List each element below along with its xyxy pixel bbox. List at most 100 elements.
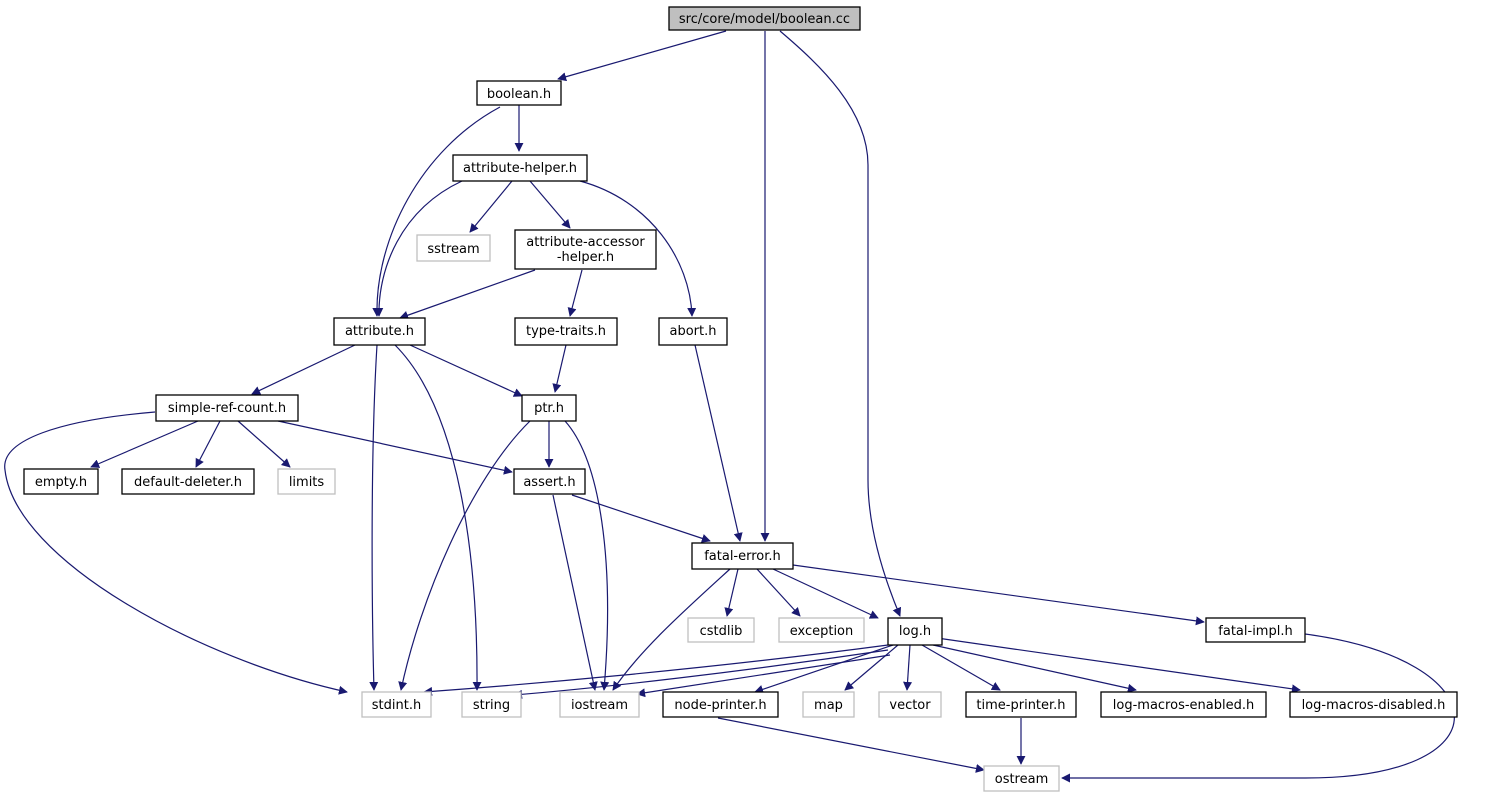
- edge-root-to-log-h: [779, 30, 902, 617]
- edge-log-h-to-string: [513, 649, 889, 699]
- svg-text:src/core/model/boolean.cc: src/core/model/boolean.cc: [679, 12, 850, 27]
- edge-attribute-h-to-simple-ref-count-h: [251, 344, 356, 395]
- node-log-macros-disabled-h[interactable]: log-macros-disabled.h: [1289, 691, 1458, 718]
- edge-log-h-to-map: [844, 644, 899, 691]
- edge-abort-h-to-fatal-error-h: [694, 344, 743, 542]
- node-empty-h[interactable]: empty.h: [23, 468, 99, 495]
- node-type-traits-h[interactable]: type-traits.h: [514, 317, 618, 346]
- edge-log-h-to-log-macros-disabled-h: [936, 637, 1301, 694]
- edge-fatal-impl-h-to-ostream: [1061, 633, 1455, 783]
- svg-text:vector: vector: [889, 698, 931, 713]
- node-fatal-impl-h[interactable]: fatal-impl.h: [1205, 617, 1306, 643]
- node-sstream[interactable]: sstream: [416, 234, 491, 262]
- edge-assert-h-to-iostream: [552, 494, 598, 691]
- svg-text:type-traits.h: type-traits.h: [526, 324, 606, 339]
- edge-log-h-to-time-printer-h: [921, 644, 1001, 691]
- edge-fatal-error-h-to-exception: [756, 568, 801, 617]
- edge-simple-ref-count-h-to-assert-h: [277, 420, 513, 475]
- svg-text:stdint.h: stdint.h: [372, 698, 421, 713]
- svg-text:fatal-error.h: fatal-error.h: [704, 549, 781, 564]
- edge-fatal-error-h-to-log-h: [772, 568, 879, 619]
- node-cstdlib[interactable]: cstdlib: [687, 617, 755, 643]
- svg-text:limits: limits: [289, 475, 325, 490]
- edge-log-h-to-vector: [903, 644, 913, 691]
- edge-boolean-h-to-attribute-h: [372, 106, 501, 317]
- edge-node-printer-h-to-ostream: [717, 717, 985, 773]
- dependency-edges: [4, 30, 1455, 783]
- edge-attribute-h-to-ptr-h: [409, 344, 523, 397]
- edge-type-traits-h-to-ptr-h: [552, 344, 567, 393]
- node-exception[interactable]: exception: [778, 617, 865, 643]
- svg-text:empty.h: empty.h: [35, 475, 87, 490]
- svg-text:log.h: log.h: [899, 624, 931, 639]
- node-ptr-h[interactable]: ptr.h: [521, 394, 577, 422]
- svg-text:log-macros-enabled.h: log-macros-enabled.h: [1113, 698, 1254, 713]
- svg-text:cstdlib: cstdlib: [700, 624, 743, 639]
- svg-text:ptr.h: ptr.h: [534, 401, 564, 416]
- svg-text:exception: exception: [790, 624, 854, 639]
- svg-text:fatal-impl.h: fatal-impl.h: [1218, 624, 1292, 639]
- svg-text:sstream: sstream: [427, 242, 479, 257]
- svg-text:attribute-accessor: attribute-accessor: [526, 235, 645, 250]
- node-boolean-h[interactable]: boolean.h: [476, 80, 562, 106]
- edge-root-to-boolean-h: [557, 30, 727, 82]
- svg-text:attribute-helper.h: attribute-helper.h: [463, 161, 577, 176]
- svg-text:attribute.h: attribute.h: [345, 324, 414, 339]
- edge-attribute-helper-h-to-abort-h: [579, 180, 697, 317]
- node-simple-ref-count-h[interactable]: simple-ref-count.h: [155, 394, 299, 422]
- edge-attribute-h-to-stdint-h: [369, 344, 379, 691]
- node-limits[interactable]: limits: [277, 468, 336, 495]
- edge-attribute-accessor-helper-h-to-attribute-h: [399, 269, 536, 320]
- edge-fatal-error-h-to-fatal-impl-h: [792, 564, 1205, 626]
- edge-simple-ref-count-h-to-empty-h: [90, 420, 199, 468]
- node-stdint-h[interactable]: stdint.h: [361, 691, 432, 718]
- edge-log-h-to-stdint-h: [423, 644, 889, 696]
- edge-log-h-to-node-printer-h: [754, 644, 894, 694]
- file-nodes: src/core/model/boolean.cc boolean.h attr…: [23, 6, 1458, 792]
- node-string[interactable]: string: [461, 691, 522, 718]
- node-root-file[interactable]: src/core/model/boolean.cc: [668, 6, 861, 31]
- node-assert-h[interactable]: assert.h: [513, 468, 586, 495]
- svg-text:default-deleter.h: default-deleter.h: [134, 475, 242, 490]
- svg-text:ostream: ostream: [995, 772, 1049, 787]
- svg-text:-helper.h: -helper.h: [557, 250, 614, 265]
- svg-text:map: map: [814, 698, 843, 713]
- svg-text:string: string: [473, 698, 510, 713]
- edge-log-h-to-log-macros-enabled-h: [932, 644, 1137, 693]
- svg-text:log-macros-disabled.h: log-macros-disabled.h: [1302, 698, 1446, 713]
- edge-ptr-h-to-stdint-h: [398, 420, 531, 691]
- node-log-macros-enabled-h[interactable]: log-macros-enabled.h: [1100, 691, 1267, 718]
- node-default-deleter-h[interactable]: default-deleter.h: [121, 468, 255, 495]
- edge-ptr-h-to-iostream: [564, 420, 610, 691]
- node-fatal-error-h[interactable]: fatal-error.h: [691, 542, 794, 570]
- svg-text:iostream: iostream: [571, 698, 628, 713]
- edge-assert-h-to-fatal-error-h: [571, 494, 711, 543]
- node-abort-h[interactable]: abort.h: [658, 317, 728, 346]
- edge-attribute-helper-h-to-attribute-h: [374, 180, 463, 317]
- edge-attribute-accessor-helper-h-to-type-traits-h: [567, 269, 583, 317]
- svg-text:abort.h: abort.h: [670, 324, 717, 339]
- node-time-printer-h[interactable]: time-printer.h: [965, 691, 1077, 718]
- edge-fatal-error-h-to-cstdlib: [724, 568, 739, 617]
- svg-text:simple-ref-count.h: simple-ref-count.h: [168, 401, 286, 416]
- node-ostream[interactable]: ostream: [983, 765, 1060, 792]
- svg-text:node-printer.h: node-printer.h: [674, 698, 766, 713]
- edge-attribute-helper-h-to-sstream: [469, 180, 513, 233]
- node-attribute-helper-h[interactable]: attribute-helper.h: [452, 154, 588, 182]
- node-iostream[interactable]: iostream: [559, 691, 640, 718]
- node-map[interactable]: map: [802, 691, 855, 718]
- node-log-h[interactable]: log.h: [887, 617, 943, 646]
- edge-attribute-h-to-string: [394, 344, 482, 691]
- edge-attribute-helper-h-to-attribute-accessor-helper-h: [529, 180, 571, 229]
- edge-simple-ref-count-h-to-stdint-h: [4, 411, 348, 695]
- node-attribute-accessor-helper-h[interactable]: attribute-accessor -helper.h: [514, 229, 657, 270]
- svg-text:time-printer.h: time-printer.h: [976, 698, 1065, 713]
- edge-log-h-to-iostream: [636, 654, 891, 698]
- svg-text:boolean.h: boolean.h: [487, 87, 551, 102]
- svg-text:assert.h: assert.h: [523, 475, 575, 490]
- node-attribute-h[interactable]: attribute.h: [333, 317, 426, 346]
- node-vector[interactable]: vector: [878, 691, 942, 718]
- node-node-printer-h[interactable]: node-printer.h: [662, 691, 779, 718]
- edge-simple-ref-count-h-to-default-deleter-h: [195, 420, 221, 468]
